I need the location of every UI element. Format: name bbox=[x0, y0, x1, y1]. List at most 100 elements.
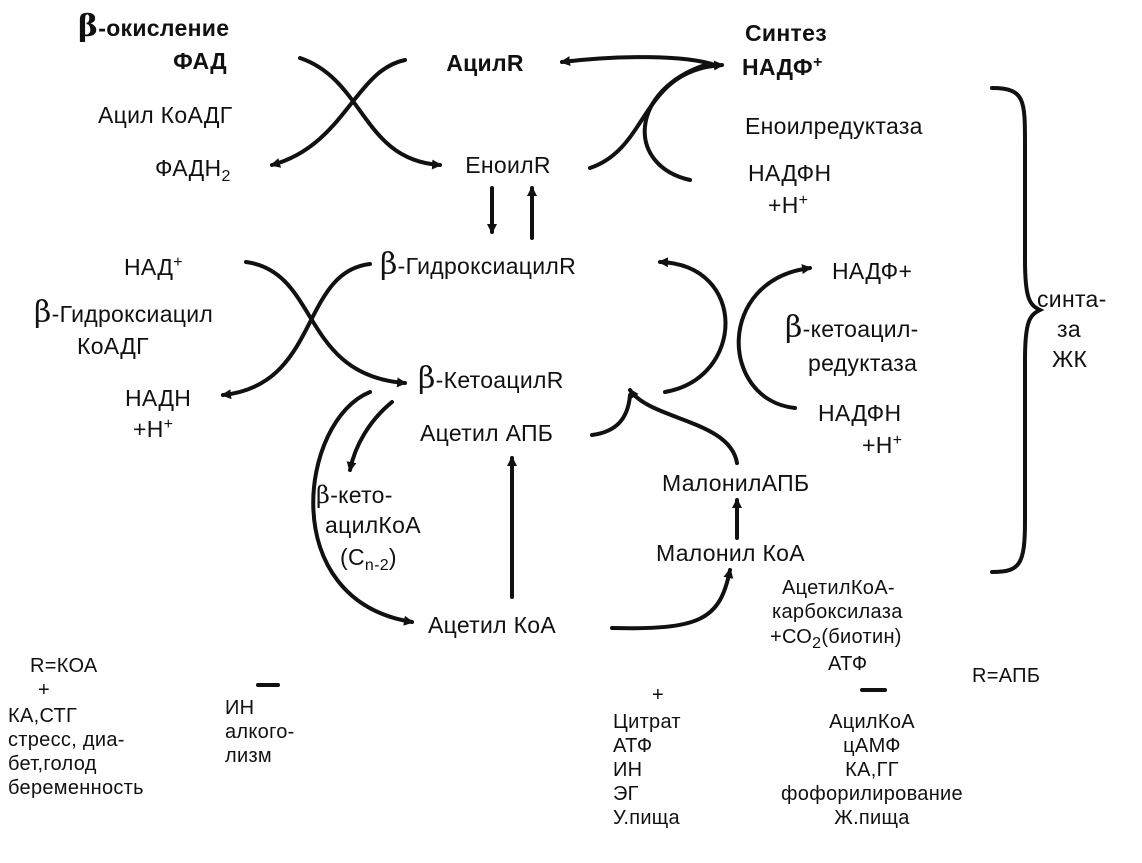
beta-inhibitor-item: лизм bbox=[225, 745, 272, 767]
ketoacyl-reductase-label: β-кетоацил- bbox=[785, 313, 919, 343]
beta-activators-list: КА,СТГ стресс, диа- бет,голод беременнос… bbox=[8, 704, 144, 800]
reductase-label: редуктаза bbox=[808, 350, 918, 376]
ketoacyl-r-label: β-КетоацилR bbox=[418, 364, 564, 394]
r-apb-label: R=АПБ bbox=[972, 665, 1041, 687]
h-plus-top-sup: + bbox=[798, 192, 809, 209]
beta-symbol-hydroxyacyl-r: β bbox=[380, 247, 398, 282]
beta-activators-plus: + bbox=[38, 679, 50, 701]
co2-sub: 2 bbox=[812, 635, 822, 652]
fad-label: ФАД bbox=[173, 48, 227, 74]
curve-malonylapb-to-ketoacyl bbox=[628, 388, 739, 465]
hydroxyacyl-text: -Гидроксиацил bbox=[51, 301, 214, 327]
curve-hydroxy-to-nadh bbox=[221, 262, 372, 400]
synth-inhibitor-item: АцилКоА bbox=[829, 711, 915, 733]
nadp-base: НАДФ bbox=[742, 54, 813, 80]
ketoacyl-red-text: -кетоацил- bbox=[802, 316, 919, 342]
ketoacyl-r-text: -КетоацилR bbox=[435, 367, 564, 393]
synth-inhibitor-item: фофорилирование bbox=[781, 783, 963, 805]
keto-text: -кето- bbox=[330, 482, 393, 508]
synth-activator-item: ЭГ bbox=[613, 783, 639, 805]
nad-base: НАД bbox=[124, 254, 174, 280]
beta-inhibitor-item: ИН bbox=[225, 697, 255, 719]
curve-ketoacyl-to-ketoacylcoa bbox=[346, 400, 394, 472]
curve-fad-to-enoyl bbox=[298, 56, 442, 170]
beta-activator-item: КА,СТГ bbox=[8, 705, 78, 727]
hydroxyacyl-r-label: β-ГидроксиацилR bbox=[380, 250, 577, 280]
beta-symbol-ketoacyl-r: β bbox=[418, 361, 436, 396]
synthase-line3: ЖК bbox=[1052, 346, 1088, 372]
nadh-label: НАДН bbox=[125, 385, 192, 411]
beta-oxidation-title: β-окисление bbox=[78, 12, 229, 42]
synth-activator-item: Цитрат bbox=[613, 711, 681, 733]
synth-activator-item: АТФ bbox=[613, 735, 653, 757]
carboxylase-line1: АцетилКоА- bbox=[782, 577, 895, 599]
curve-keto-to-hydroxy bbox=[658, 257, 728, 394]
h-plus-left-sup: + bbox=[163, 416, 174, 433]
synth-inhibitor-item: цАМФ bbox=[843, 735, 901, 757]
cn2-sub: n-2 bbox=[364, 557, 389, 574]
curve-nadph-top bbox=[642, 63, 707, 182]
curve-enoyl-to-nadp bbox=[588, 60, 724, 170]
cn2-close: ) bbox=[388, 544, 397, 570]
synth-activator-item: У.пища bbox=[613, 807, 680, 829]
nadp-plus-label: НАДФ+ bbox=[742, 50, 823, 80]
malonyl-coa-label: Малонил КоА bbox=[656, 540, 805, 566]
beta-inhibitors-list: ИН алкого- лизм bbox=[225, 696, 295, 768]
coa-dh-label: КоАДГ bbox=[77, 333, 149, 359]
curve-acetylapb-join bbox=[590, 393, 632, 437]
co2-post: (биотин) bbox=[821, 626, 902, 648]
synth-activators-list: Цитрат АТФ ИН ЭГ У.пища bbox=[613, 710, 681, 830]
synth-activators-plus: + bbox=[652, 684, 664, 706]
beta-activator-item: беременность bbox=[8, 777, 144, 799]
nadp-plus-sup: + bbox=[813, 54, 823, 71]
synthesis-title: Синтез bbox=[745, 20, 827, 46]
malonyl-apb-label: МалонилАПБ bbox=[662, 470, 810, 496]
beta-inhibitor-item: алкого- bbox=[225, 721, 295, 743]
cn2-c: (С bbox=[340, 544, 365, 570]
h-plus-left-base: +Н bbox=[133, 416, 164, 442]
acetyl-apb-label: Ацетил АПБ bbox=[420, 420, 554, 446]
nadp-plus-mid-label: НАДФ+ bbox=[832, 258, 913, 284]
hydroxyacyl-dh-label: β-Гидроксиацил bbox=[34, 298, 214, 328]
beta-activator-item: стресс, диа- bbox=[8, 729, 125, 751]
cn2-label: (Сn-2) bbox=[340, 544, 397, 579]
h-plus-mid-sup: + bbox=[892, 432, 903, 449]
h-plus-left-label: +Н+ bbox=[133, 412, 173, 442]
curve-ketoacyl-to-acetylcoa bbox=[311, 390, 414, 626]
co2-pre: +СО bbox=[770, 626, 813, 648]
beta-symbol: β bbox=[78, 9, 99, 44]
nadph-mid-label: НАДФН bbox=[818, 400, 902, 426]
beta-activator-item: бет,голод bbox=[8, 753, 97, 775]
h-plus-mid-label: +Н+ bbox=[862, 428, 902, 458]
synth-activator-item: ИН bbox=[613, 759, 643, 781]
acyl-r-label: АцилR bbox=[446, 50, 524, 76]
acetyl-coa-label: Ацетил КоА bbox=[428, 612, 557, 638]
h-plus-top-label: +Н+ bbox=[768, 188, 808, 218]
beta-symbol-ketoacyl-red: β bbox=[785, 310, 803, 345]
enoyl-reductase-label: Еноилредуктаза bbox=[745, 113, 923, 139]
synth-inhibitor-item: КА,ГГ bbox=[845, 759, 899, 781]
curve-acyl-to-fadh2 bbox=[270, 58, 407, 168]
curve-acetylcoa-to-malonylcoa bbox=[610, 568, 734, 631]
curve-nadph-to-nadp bbox=[736, 264, 812, 410]
beta-symbol-hydroxyacyl: β bbox=[34, 295, 52, 330]
carboxylase-line2: карбоксилаза bbox=[772, 601, 903, 623]
beta-symbol-keto: β bbox=[316, 481, 331, 509]
nad-plus-sup: + bbox=[173, 254, 183, 271]
acyl-coa-label: ацилКоА bbox=[325, 512, 421, 538]
atf-carboxylase-label: АТФ bbox=[828, 653, 868, 675]
fadh2-sub: 2 bbox=[221, 168, 231, 185]
synthase-line2: за bbox=[1057, 316, 1081, 342]
curve-nad-to-ketoacyl bbox=[244, 260, 407, 388]
synth-inhibitors-list: АцилКоА цАМФ КА,ГГ фофорилирование Ж.пищ… bbox=[781, 710, 963, 830]
nad-plus-label: НАД+ bbox=[124, 250, 183, 280]
hydroxyacyl-r-text: -ГидроксиацилR bbox=[397, 253, 577, 279]
synth-inhibitor-item: Ж.пища bbox=[834, 807, 910, 829]
fadh2-base: ФАДН bbox=[155, 155, 222, 181]
synthase-brace bbox=[990, 86, 1045, 574]
curve-nadp-to-acyl bbox=[560, 55, 717, 67]
r-koa-label: R=КОА bbox=[30, 655, 98, 677]
synthase-line1: синта- bbox=[1037, 286, 1107, 312]
